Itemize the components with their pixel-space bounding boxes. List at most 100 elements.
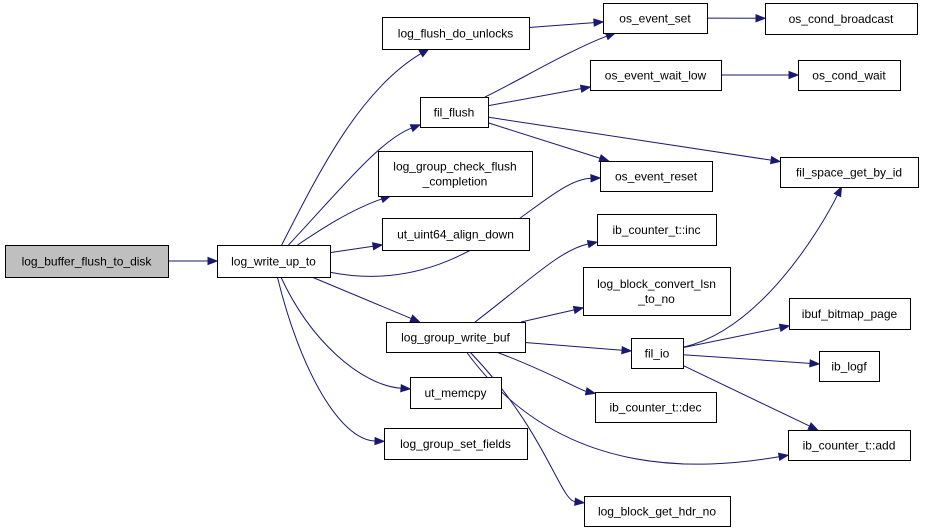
arrowhead-log_write_up_to-to-log_group_set_fields [374,436,386,446]
node-box [386,322,526,353]
node-ib_counter_t_add[interactable]: ib_counter_t::add [788,430,911,461]
arrowhead-log_group_write_buf-to-log_block_get_hdr_no [574,497,586,506]
node-box [410,377,502,409]
node-box [780,157,919,188]
node-box [382,17,530,50]
node-label: log_block_get_hdr_no [598,505,716,519]
edge-log_group_write_buf-to-log_block_get_hdr_no [469,351,576,503]
node-label: os_event_set [619,12,691,26]
node-fil_io[interactable]: fil_io [631,338,684,369]
node-os_event_set[interactable]: os_event_set [603,3,708,34]
node-os_event_reset[interactable]: os_event_reset [600,161,713,192]
arrowhead-log_write_up_to-to-fil_flush [409,124,422,133]
node-log_block_get_hdr_no[interactable]: log_block_get_hdr_no [584,496,731,527]
arrowhead-fil_flush-to-fil_space_get_by_id [769,155,782,165]
edge-log_write_up_to-to-log_group_write_buf [311,276,412,319]
node-label: ib_counter_t::inc [612,223,700,237]
node-box [595,392,717,423]
node-box [217,245,331,278]
node-os_event_wait_low[interactable]: os_event_wait_low [590,60,722,91]
node-label: log_group_set_fields [400,437,511,451]
node-log_write_up_to[interactable]: log_write_up_to [217,245,331,278]
node-box [603,3,708,34]
edge-fil_io-to-ibuf_bitmap_page [682,327,781,349]
node-label: ut_memcpy [424,386,486,400]
node-ibuf_bitmap_page[interactable]: ibuf_bitmap_page [789,298,911,330]
node-label: os_cond_broadcast [789,12,894,26]
node-log_buffer_flush_to_disk[interactable]: log_buffer_flush_to_disk [5,245,169,278]
node-label: ib_counter_t::add [803,439,896,453]
arrowhead-log_group_write_buf-to-ib_counter_t_add [777,452,790,461]
node-box [590,60,722,91]
edge-fil_flush-to-fil_space_get_by_id [487,116,772,161]
arrowhead-fil_io-to-fil_space_get_by_id [833,185,843,198]
node-ib_logf[interactable]: ib_logf [819,351,880,382]
node-label: ut_uint64_align_down [397,228,514,242]
node-label: _to_no [637,292,675,306]
node-log_group_write_buf[interactable]: log_group_write_buf [386,322,526,353]
node-box [819,351,880,382]
edge-log_group_write_buf-to-ib_counter_t_inc [474,243,589,323]
node-log_block_convert_lsn_to_no[interactable]: log_block_convert_lsn_to_no [583,267,731,316]
node-box [765,3,918,35]
node-label: ib_counter_t::dec [609,401,701,415]
arrowhead-log_group_write_buf-to-log_block_convert_lsn_to_no [572,305,585,315]
node-os_cond_wait[interactable]: os_cond_wait [798,60,901,91]
arrowhead-log_buffer_flush_to_disk-to-log_write_up_to [207,256,219,266]
edge-log_flush_do_unlocks-to-os_event_set [528,22,595,28]
arrowhead-log_flush_do_unlocks-to-os_event_set [593,18,605,27]
node-box [597,214,717,246]
arrowhead-log_group_write_buf-to-ib_counter_t_inc [586,239,599,249]
node-log_flush_do_unlocks[interactable]: log_flush_do_unlocks [382,17,530,50]
node-os_cond_broadcast[interactable]: os_cond_broadcast [765,3,918,35]
node-fil_space_get_by_id[interactable]: fil_space_get_by_id [780,157,919,188]
node-box [600,161,713,192]
node-label: os_event_wait_low [605,69,707,83]
node-box [382,218,530,251]
edge-fil_io-to-fil_space_get_by_id [682,194,838,348]
edge-log_write_up_to-to-log_group_check_flush_completion [297,198,382,246]
arrowhead-os_event_wait_low-to-os_cond_wait [788,70,800,80]
node-label: fil_space_get_by_id [796,166,902,180]
arrowhead-log_write_up_to-to-os_event_reset [590,174,602,183]
edge-fil_io-to-ib_logf [682,354,811,364]
arrowhead-log_group_write_buf-to-fil_io [621,345,633,355]
node-ib_counter_t_dec[interactable]: ib_counter_t::dec [595,392,717,423]
node-box [788,430,911,461]
edge-log_group_write_buf-to-log_block_convert_lsn_to_no [520,309,575,323]
node-box [584,496,731,527]
node-box [384,428,528,460]
edge-fil_io-to-ib_counter_t_add [682,365,810,427]
arrowhead-os_event_set-to-os_cond_broadcast [755,14,767,23]
node-label: fil_io [645,347,670,361]
edge-log_write_up_to-to-log_flush_do_unlocks [281,53,422,246]
node-box [631,338,684,369]
node-label: log_group_write_buf [401,331,510,345]
node-ut_uint64_align_down[interactable]: ut_uint64_align_down [382,218,530,251]
node-ut_memcpy[interactable]: ut_memcpy [410,377,502,409]
node-box [420,97,489,128]
arrowhead-fil_flush-to-os_event_wait_low [579,84,592,93]
edge-log_write_up_to-to-fil_flush [288,127,412,246]
node-log_group_check_flush_completion[interactable]: log_group_check_flush_completion [378,151,533,197]
node-box [378,151,533,197]
edge-log_group_write_buf-to-fil_io [524,342,623,351]
node-fil_flush[interactable]: fil_flush [420,97,489,128]
node-label: fil_flush [434,106,475,120]
node-ib_counter_t_inc[interactable]: ib_counter_t::inc [597,214,717,246]
edge-log_write_up_to-to-log_group_set_fields [276,276,376,442]
edge-fil_flush-to-os_event_set [484,35,607,98]
node-label: log_write_up_to [231,255,316,269]
arrowhead-log_write_up_to-to-log_flush_do_unlocks [418,48,430,58]
node-log_group_set_fields[interactable]: log_group_set_fields [384,428,528,460]
arrowhead-fil_io-to-ib_counter_t_add [807,422,819,431]
edge-fil_flush-to-os_event_wait_low [487,88,582,107]
node-box [583,267,731,316]
node-label: os_event_reset [615,170,698,184]
node-label: log_block_convert_lsn [597,277,716,291]
node-label: log_group_check_flush [393,160,516,174]
edge-log_write_up_to-to-ut_uint64_align_down [329,245,374,254]
node-label: ib_logf [831,360,867,374]
edge-log_group_write_buf-to-ib_counter_t_add [466,351,780,465]
